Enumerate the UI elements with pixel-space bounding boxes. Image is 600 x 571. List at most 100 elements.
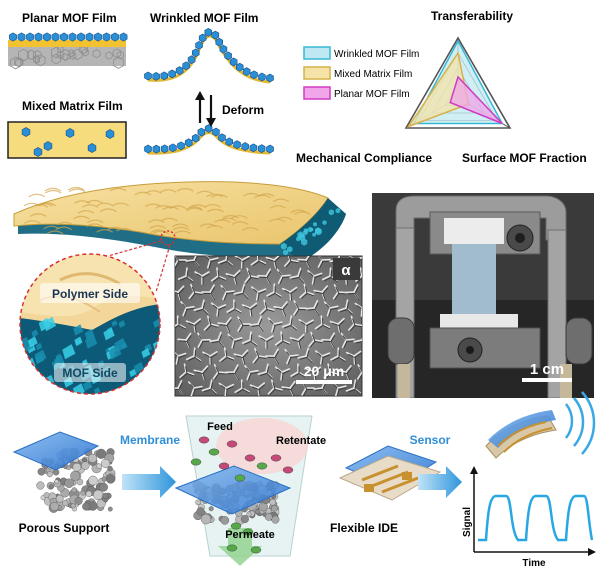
mof-crystal — [51, 32, 60, 42]
feed-label: Feed — [207, 421, 233, 433]
mixed-matrix-mofs — [21, 127, 115, 157]
radar-grid-ring — [404, 36, 512, 129]
zoom-connector — [107, 230, 176, 293]
mof-crystal — [169, 143, 177, 153]
mof-crystal — [266, 144, 274, 154]
mof-crystal — [43, 32, 51, 42]
mof-crystal — [160, 71, 168, 81]
gas-molecule — [218, 462, 230, 470]
sensor-arrow: Sensor — [410, 433, 462, 498]
mof-crystal — [257, 144, 266, 153]
radar-chart: Transferability Mechanical Compliance Su… — [296, 9, 587, 165]
mof-crystal — [198, 33, 207, 43]
gas-molecule — [256, 462, 268, 470]
gas-molecule — [234, 474, 246, 482]
mof-crystal — [144, 144, 152, 154]
alpha-label: α — [341, 262, 351, 279]
panel-film-types: Planar MOF Film Mixed Matrix Film Wrinkl… — [7, 11, 274, 159]
wireless-arc-3 — [581, 391, 596, 455]
mof-crystal — [102, 32, 111, 42]
mof-crystal — [242, 67, 251, 76]
ide-electrodes — [361, 464, 419, 494]
mof-crystal — [219, 44, 228, 54]
mof-crystal — [191, 133, 200, 143]
wrinkle-peak-mofs — [144, 27, 274, 83]
mof-crystal — [77, 32, 85, 42]
mof-crystal — [250, 70, 258, 80]
mixed-matrix-illustration — [7, 121, 127, 159]
mof-crystal — [65, 128, 75, 138]
mof-crystal — [152, 144, 161, 154]
planar-substrate — [8, 46, 126, 66]
gas-separation-illustration: Feed Retentate Permeate — [174, 415, 326, 566]
mof-crystal — [17, 32, 26, 42]
mof-crystal — [68, 32, 77, 42]
mof-crystal — [87, 143, 97, 153]
retentate-label: Retentate — [276, 435, 326, 447]
time-axis-label: Time — [522, 558, 546, 569]
planar-mof-title: Planar MOF Film — [22, 11, 117, 25]
sheet-polymer-top — [13, 181, 329, 245]
mof-crystal — [21, 127, 31, 137]
mof-crystal — [215, 37, 223, 47]
mof-crystal — [233, 140, 241, 149]
mof-crystal — [229, 57, 238, 67]
planar-polymer-layer — [8, 40, 126, 47]
gas-molecule — [250, 546, 262, 554]
mof-crystal — [119, 32, 128, 42]
mof-crystal — [111, 32, 119, 42]
mof-crystal — [249, 143, 258, 153]
photo-scale-label: 1 cm — [530, 361, 564, 378]
gas-molecule — [270, 454, 282, 462]
mof-crystal — [85, 32, 94, 42]
gas-molecule — [226, 440, 238, 448]
sem-scale-bar — [296, 380, 352, 384]
wrinkle-peak-film — [147, 34, 271, 84]
mof-crystal — [33, 147, 43, 157]
mof-crystal — [195, 40, 203, 50]
radar-legend: Wrinkled MOF Film Mixed Matrix Film Plan… — [303, 46, 419, 100]
radar-series-mixed-matrix-film — [406, 51, 470, 129]
mof-crystal — [212, 127, 220, 137]
gas-molecule — [282, 466, 294, 474]
mof-crystal — [26, 32, 34, 42]
mof-crystal — [9, 32, 17, 42]
mixed-matrix-slab — [7, 121, 127, 159]
gas-molecule — [198, 436, 210, 444]
legend-swatch-planar — [303, 86, 331, 100]
stretch-rig-photo: 1 cm — [372, 193, 594, 398]
signal-axis-label: Signal — [462, 507, 473, 537]
flexible-ide-illustration: Flexible IDE — [330, 445, 442, 535]
wireless-arc-2 — [573, 397, 585, 447]
mof-crystal — [211, 30, 220, 40]
wrinkle-flat-film — [147, 131, 271, 155]
radar-series — [406, 39, 504, 129]
mof-crystal — [204, 124, 213, 133]
legend-label-planar: Planar MOF Film — [334, 89, 410, 100]
mof-crystal — [218, 133, 226, 143]
mof-crystal — [236, 62, 244, 72]
mof-crystal — [225, 137, 233, 147]
photo-scale-bar — [522, 378, 572, 382]
legend-label-mixed: Mixed Matrix Film — [334, 69, 412, 80]
gas-molecule — [230, 522, 242, 530]
sheet-edge-crystals — [280, 208, 341, 256]
bent-sensor-illustration — [485, 391, 596, 459]
membrane-arrow: Membrane — [120, 433, 180, 498]
sem-scale-label: 20 μm — [304, 363, 344, 379]
mof-crystal — [168, 69, 176, 79]
mof-crystal — [94, 32, 102, 42]
mixed-matrix-title: Mixed Matrix Film — [22, 99, 123, 113]
radar-series-planar-mof-film — [449, 75, 503, 125]
radar-axis-mechanical-compliance: Mechanical Compliance — [296, 151, 432, 165]
planar-mof-layer — [9, 32, 128, 42]
porous-support-illustration: Porous Support — [12, 431, 116, 535]
panel-wrinkled-film-imaging: Polymer Side MOF Side α 20 μm — [13, 181, 594, 398]
zoom-cross-section: Polymer Side MOF Side — [19, 253, 161, 395]
polymer-side-label: Polymer Side — [52, 287, 128, 301]
mof-crystal — [266, 73, 274, 83]
permeate-label: Permeate — [225, 529, 275, 541]
mof-side-label: MOF Side — [62, 366, 118, 380]
mof-crystal — [60, 32, 68, 42]
